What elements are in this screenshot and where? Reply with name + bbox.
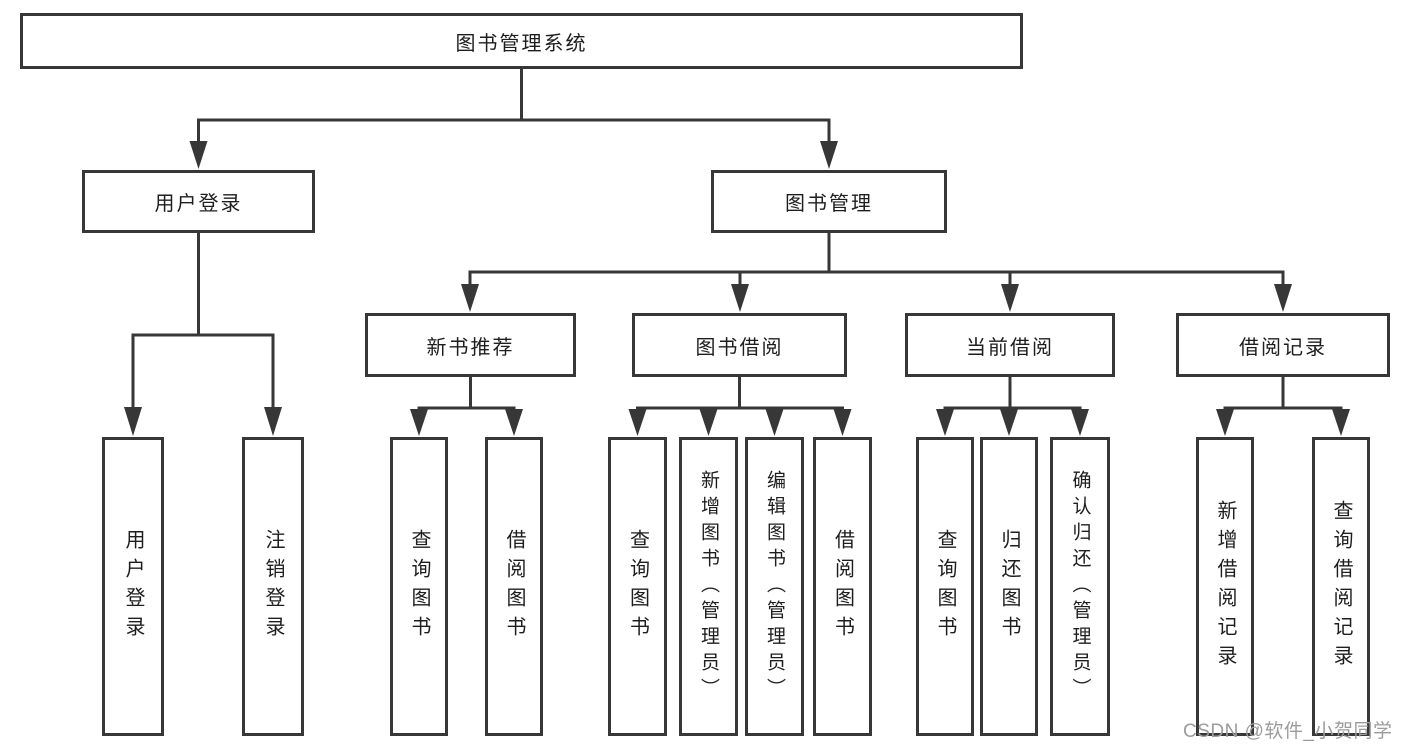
- leaf-records-add-record-label: 新增借阅记录: [1214, 499, 1236, 674]
- node-current-borrow-label: 当前借阅: [966, 336, 1054, 359]
- leaf-borrow-edit-books-admin: 编辑图书（管理员）: [745, 437, 804, 736]
- node-book-management: 图书管理: [711, 170, 947, 233]
- node-root-label: 图书管理系统: [455, 32, 588, 55]
- leaf-newrec-borrow-books: 借阅图书: [485, 437, 543, 736]
- node-root: 图书管理系统: [20, 13, 1023, 69]
- node-book-management-label: 图书管理: [785, 193, 873, 215]
- leaf-current-confirm-return-admin-label: 确认归还（管理员）: [1069, 469, 1091, 704]
- node-user-login: 用户登录: [82, 170, 315, 233]
- leaf-borrow-edit-books-admin-label: 编辑图书（管理员）: [764, 469, 785, 704]
- node-new-book-recommend: 新书推荐: [365, 313, 576, 377]
- node-user-login-label: 用户登录: [154, 193, 243, 215]
- leaf-current-return-books: 归还图书: [980, 437, 1038, 736]
- node-borrow-records-label: 借阅记录: [1239, 336, 1327, 359]
- leaf-records-query-record: 查询借阅记录: [1312, 437, 1370, 736]
- leaf-borrow-query-books-label: 查询图书: [626, 528, 649, 645]
- leaf-borrow-query-books: 查询图书: [608, 437, 667, 736]
- leaf-records-query-record-label: 查询借阅记录: [1330, 499, 1352, 674]
- leaf-current-confirm-return-admin: 确认归还（管理员）: [1050, 437, 1110, 736]
- leaf-borrow-add-books-admin: 新增图书（管理员）: [679, 437, 738, 736]
- leaf-borrow-borrow-books-label: 借阅图书: [831, 528, 854, 645]
- leaf-current-query-books: 查询图书: [916, 437, 974, 736]
- leaf-current-return-books-label: 归还图书: [998, 528, 1020, 645]
- leaf-current-query-books-label: 查询图书: [934, 528, 956, 645]
- leaf-logout-label: 注销登录: [262, 528, 284, 645]
- leaf-newrec-query-books: 查询图书: [390, 437, 448, 736]
- arrowheads: [124, 141, 1350, 436]
- leaf-logout: 注销登录: [242, 437, 304, 736]
- leaf-user-login-label: 用户登录: [122, 528, 144, 645]
- leaf-records-add-record: 新增借阅记录: [1196, 437, 1254, 736]
- leaf-newrec-borrow-books-label: 借阅图书: [503, 528, 525, 645]
- leaf-newrec-query-books-label: 查询图书: [408, 528, 430, 645]
- csdn-watermark: CSDN @软件_小贺同学: [1183, 721, 1393, 742]
- leaf-borrow-add-books-admin-label: 新增图书（管理员）: [698, 469, 719, 704]
- node-book-borrow: 图书借阅: [632, 313, 847, 377]
- node-borrow-records: 借阅记录: [1176, 313, 1390, 377]
- leaf-borrow-borrow-books: 借阅图书: [813, 437, 872, 736]
- node-current-borrow: 当前借阅: [905, 313, 1115, 377]
- node-book-borrow-label: 图书借阅: [695, 336, 784, 359]
- leaf-user-login: 用户登录: [102, 437, 164, 736]
- node-new-book-recommend-label: 新书推荐: [426, 336, 515, 359]
